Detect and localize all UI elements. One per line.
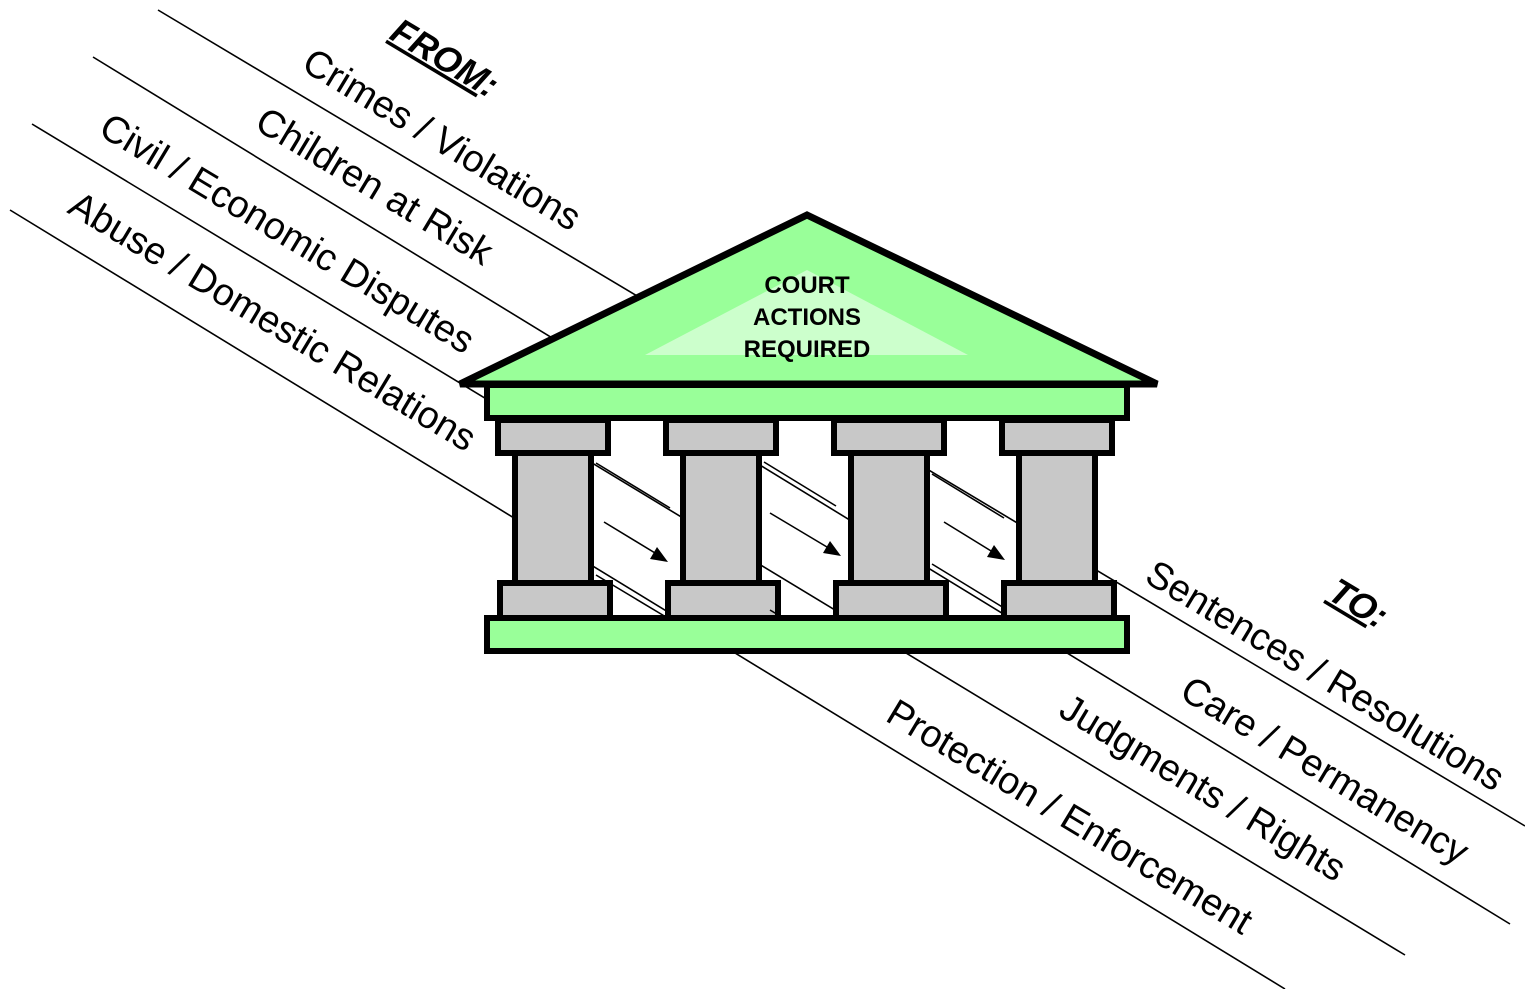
to-labels: Sentences / Resolutions Care / Permanenc…: [879, 553, 1511, 944]
from-heading-text: FROM: [384, 10, 497, 100]
flow-line-children: [92, 56, 1511, 925]
column-1: [495, 417, 613, 621]
roof-highlight: [645, 270, 968, 355]
to-heading: TO:: [1322, 570, 1396, 637]
arrow-right-down-icon: [943, 521, 1005, 560]
court-title-line-3: REQUIRED: [744, 336, 871, 363]
court-title-line-1: COURT: [764, 272, 850, 299]
between-column-lines: [595, 461, 1005, 618]
flow-line-abuse: [9, 209, 1286, 989]
entablature: [484, 382, 1130, 421]
flow-arrows: [603, 512, 1005, 562]
arrow-right-down-icon: [603, 521, 668, 562]
column-4: [999, 417, 1117, 621]
column-3: [831, 417, 949, 621]
court-title-line-2: ACTIONS: [753, 304, 861, 331]
base: [484, 615, 1130, 654]
courthouse-icon: COURT ACTIONS REQUIRED: [458, 211, 1159, 654]
column-2: [663, 417, 781, 621]
svg-text:TO:: TO:: [1322, 570, 1396, 637]
arrow-right-down-icon: [769, 512, 841, 556]
